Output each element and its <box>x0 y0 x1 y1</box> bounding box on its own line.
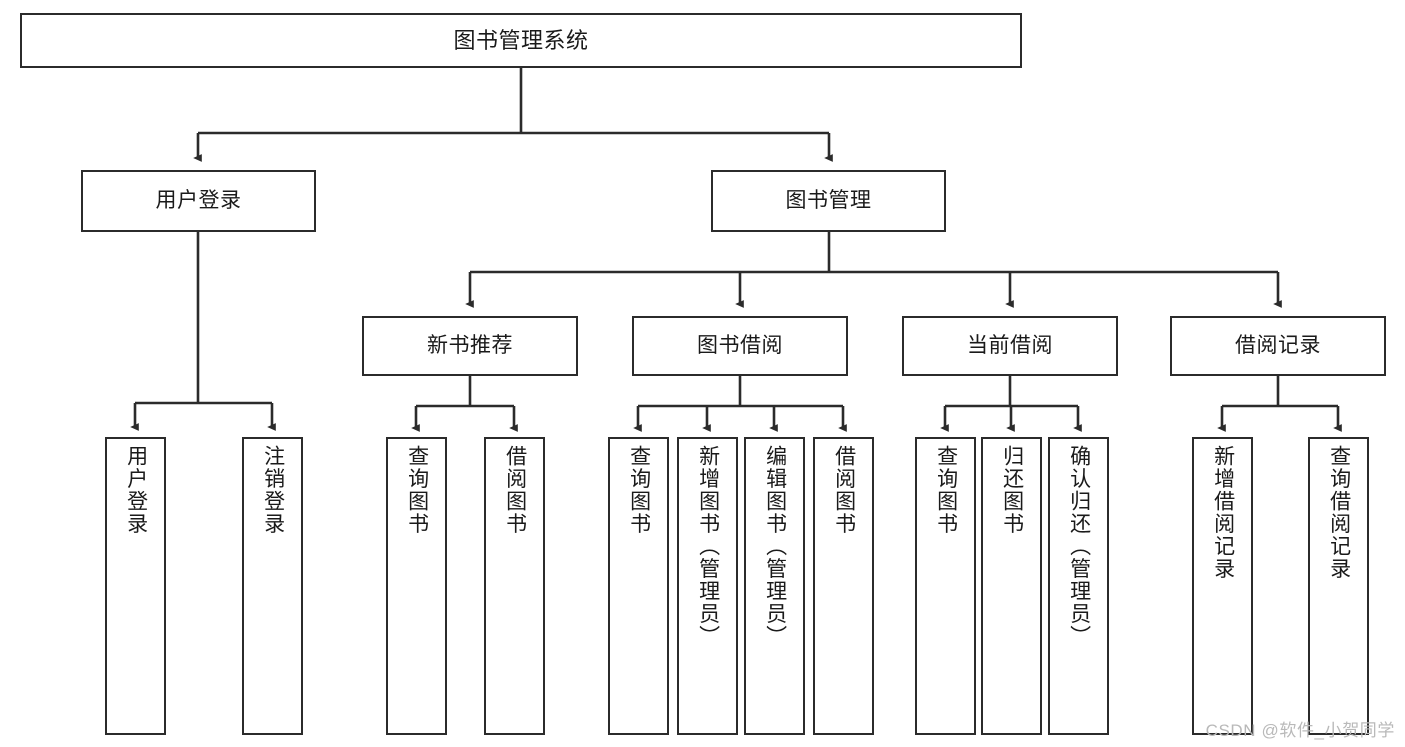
node-label: 新书推荐 <box>427 333 513 357</box>
node-label: 确认归还（管理员） <box>1067 445 1091 648</box>
node-label: 用户登录 <box>155 188 242 212</box>
node-label: 图书借阅 <box>697 333 783 357</box>
node-leaf-user-login[interactable]: 用户登录 <box>105 437 166 735</box>
node-book-management[interactable]: 图书管理 <box>711 170 946 232</box>
node-label: 新增借阅记录 <box>1211 445 1235 580</box>
node-label: 图书管理 <box>785 188 872 212</box>
node-label: 归还图书 <box>1000 445 1024 535</box>
node-label: 注销登录 <box>261 445 285 535</box>
node-leaf-user-logout[interactable]: 注销登录 <box>242 437 303 735</box>
node-label: 查询图书 <box>627 445 651 535</box>
node-label: 查询图书 <box>405 445 429 535</box>
node-user-login[interactable]: 用户登录 <box>81 170 316 232</box>
node-new-book-recommend[interactable]: 新书推荐 <box>362 316 578 376</box>
node-borrow-record[interactable]: 借阅记录 <box>1170 316 1386 376</box>
node-book-borrow[interactable]: 图书借阅 <box>632 316 848 376</box>
node-label: 查询借阅记录 <box>1327 445 1351 580</box>
node-label: 当前借阅 <box>967 333 1053 357</box>
node-label: 用户登录 <box>124 445 148 535</box>
node-label: 借阅记录 <box>1235 333 1321 357</box>
node-label: 编辑图书（管理员） <box>763 445 787 648</box>
node-label: 新增图书（管理员） <box>696 445 720 648</box>
node-label: 借阅图书 <box>832 445 856 535</box>
node-current-borrow[interactable]: 当前借阅 <box>902 316 1118 376</box>
node-label: 查询图书 <box>934 445 958 535</box>
node-label: 借阅图书 <box>503 445 527 535</box>
node-leaf-return-book[interactable]: 归还图书 <box>981 437 1042 735</box>
node-leaf-add-book-admin[interactable]: 新增图书（管理员） <box>677 437 738 735</box>
node-leaf-borrow-book[interactable]: 借阅图书 <box>813 437 874 735</box>
node-leaf-query-book-borrow[interactable]: 查询图书 <box>608 437 669 735</box>
node-root-book-management-system[interactable]: 图书管理系统 <box>20 13 1022 68</box>
node-leaf-edit-book-admin[interactable]: 编辑图书（管理员） <box>744 437 805 735</box>
node-leaf-query-borrow-record[interactable]: 查询借阅记录 <box>1308 437 1369 735</box>
node-leaf-add-borrow-record[interactable]: 新增借阅记录 <box>1192 437 1253 735</box>
node-leaf-borrow-book-recommend[interactable]: 借阅图书 <box>484 437 545 735</box>
node-label: 图书管理系统 <box>453 27 589 53</box>
node-leaf-confirm-return-admin[interactable]: 确认归还（管理员） <box>1048 437 1109 735</box>
node-leaf-query-book-current[interactable]: 查询图书 <box>915 437 976 735</box>
node-leaf-query-book-recommend[interactable]: 查询图书 <box>386 437 447 735</box>
